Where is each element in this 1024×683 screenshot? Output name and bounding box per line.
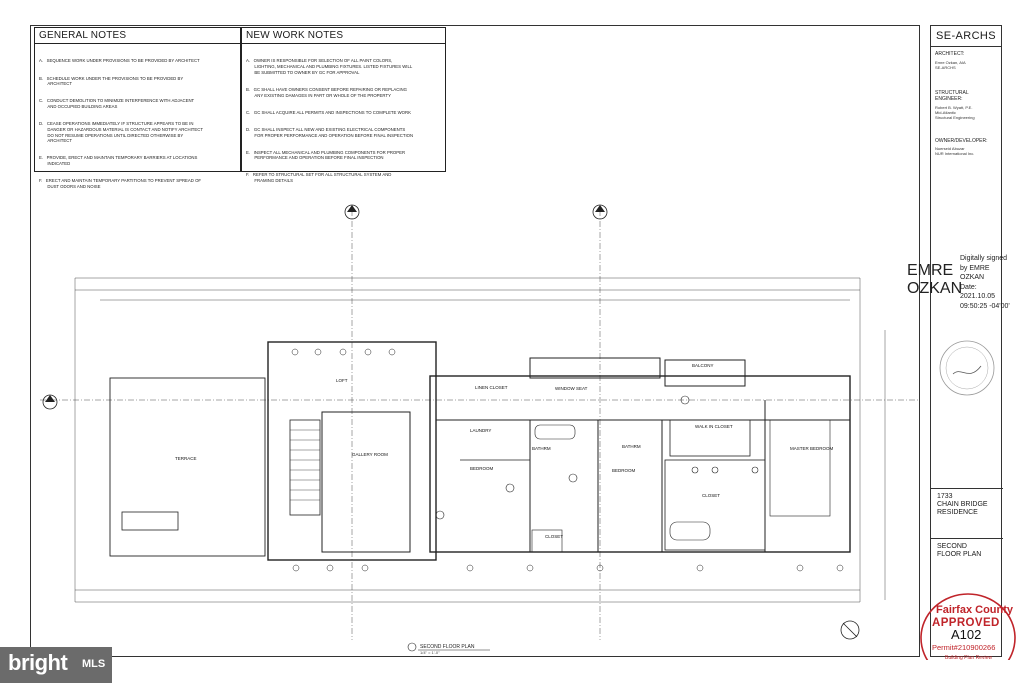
owner-line: Nuerseid Abuzar bbox=[935, 146, 965, 152]
room-label-window-seat: WINDOW SEAT bbox=[555, 386, 588, 391]
bright-mls-logo-text: bright bbox=[8, 650, 68, 675]
sheet-title: SECOND FLOOR PLAN bbox=[931, 538, 1003, 563]
signature-detail: Digitally signed by EMRE OZKAN Date: 202… bbox=[960, 255, 1010, 310]
room-label-closet: CLOSET bbox=[545, 534, 563, 539]
signature-name: EMRE OZKAN bbox=[907, 262, 963, 297]
new-work-notes-box: NEW WORK NOTES A. OWNER IS RESPONSIBLE F… bbox=[241, 27, 446, 183]
architect-line: Emre Ozkan, AIA bbox=[935, 59, 966, 65]
general-note-item: C. CONDUCT DEMOLITION TO MINIMIZE INTERF… bbox=[39, 98, 195, 110]
room-label-laundry: LAUNDRY bbox=[470, 428, 491, 433]
general-note-item: A. SEQUENCE WORK UNDER PROVISIONS TO BE … bbox=[39, 58, 200, 64]
gallery-room-outline bbox=[321, 411, 411, 553]
bright-mls-logo-suffix: MLS bbox=[82, 658, 106, 670]
room-label-bedroom-2: BEDROOM bbox=[612, 468, 636, 473]
project-name: 1733 CHAIN BRIDGE RESIDENCE bbox=[931, 488, 1003, 521]
terrace-outline bbox=[109, 377, 266, 557]
room-label-linen-closet: LINEN CLOSET bbox=[475, 385, 508, 390]
stamp-permit: Permit#210900266 bbox=[932, 643, 996, 652]
general-note-item: F. ERECT AND MAINTAIN TEMPORARY PARTITIO… bbox=[39, 178, 202, 189]
new-work-note-item: B. GC SHALL HAVE OWNERS CONSENT BEFORE R… bbox=[246, 86, 408, 98]
plan-caption: SECOND FLOOR PLAN bbox=[420, 644, 475, 650]
room-label-closet-2: CLOSET bbox=[702, 493, 720, 498]
owner-line: NUR International Inc. bbox=[935, 151, 975, 157]
general-note-item: D. CEASE OPERATIONS IMMEDIATELY IF STRUC… bbox=[39, 121, 204, 144]
general-notes-box: GENERAL NOTES A. SEQUENCE WORK UNDER PRO… bbox=[34, 27, 241, 189]
bright-mls-logo bbox=[0, 647, 112, 683]
stair-outline bbox=[289, 419, 321, 516]
room-label-walk-in-closet: WALK IN CLOSET bbox=[695, 424, 733, 429]
firm-name: SE-ARCHS bbox=[931, 26, 1001, 47]
room-label-gallery: GALLERY ROOM bbox=[352, 452, 388, 457]
owner-label: OWNER/DEVELOPER: bbox=[935, 137, 988, 144]
room-label-bathroom: BATHRM bbox=[532, 446, 551, 451]
room-label-balcony: BALCONY bbox=[692, 363, 714, 368]
north-arrow-icon bbox=[840, 620, 860, 640]
room-label-bedroom: BEDROOM bbox=[470, 466, 494, 471]
stamp-county: Fairfax County bbox=[936, 604, 1014, 616]
structural-label: STRUCTURAL ENGINEER: bbox=[935, 89, 969, 103]
new-work-notes-title: NEW WORK NOTES bbox=[242, 28, 445, 44]
room-label-master-bedroom: MASTER BEDROOM bbox=[790, 446, 834, 451]
stamp-approved: APPROVED bbox=[932, 617, 1000, 629]
room-label-terrace: TERRACE bbox=[175, 456, 197, 461]
new-work-note-item: A. OWNER IS RESPONSIBLE FOR SELECTION OF… bbox=[246, 58, 413, 75]
architect-label: ARCHITECT: bbox=[935, 51, 965, 57]
architect-seal-icon bbox=[939, 340, 995, 396]
title-block: SE-ARCHS ARCHITECT: Emre Ozkan, AIA SE-A… bbox=[930, 25, 1003, 657]
new-work-notes-list: A. OWNER IS RESPONSIBLE FOR SELECTION OF… bbox=[242, 44, 445, 198]
building-wing-west bbox=[267, 341, 437, 561]
new-work-note-item: D. GC SHALL INSPECT ALL NEW AND EXISTING… bbox=[246, 126, 414, 138]
architect-line: SE-ARCHS bbox=[935, 64, 956, 70]
drawing-sheet-frame bbox=[30, 25, 920, 657]
general-note-item: B. SCHEDULE WORK UNDER THE PROVISIONS TO… bbox=[39, 75, 184, 87]
stamp-review: Building Plan Review bbox=[945, 655, 992, 661]
structural-line: Structural Engineering bbox=[935, 114, 975, 120]
room-label-loft: LOFT bbox=[336, 378, 348, 383]
general-note-item: E. PROVIDE, ERECT AND MAINTAIN TEMPORARY… bbox=[39, 155, 198, 167]
room-label-bathroom-2: BATHRM bbox=[622, 444, 641, 449]
plan-scale: 1/4" = 1'-0" bbox=[420, 650, 440, 655]
new-work-note-item: C. GC SHALL ACQUIRE ALL PERMITS AND INSP… bbox=[246, 109, 411, 115]
general-notes-title: GENERAL NOTES bbox=[35, 28, 240, 44]
approval-stamp-icon bbox=[920, 593, 1016, 660]
new-work-note-item: E. INSPECT ALL MECHANICAL AND PLUMBING C… bbox=[246, 149, 406, 161]
new-work-note-item: F. REFER TO STRUCTURAL SET FOR ALL STRUC… bbox=[246, 172, 392, 184]
structural-line: Mid-Atlantic bbox=[935, 109, 956, 115]
structural-line: Robert B. Wyatt, P.E. bbox=[935, 104, 973, 110]
general-notes-list: A. SEQUENCE WORK UNDER PROVISIONS TO BE … bbox=[35, 44, 240, 204]
building-wing-east bbox=[429, 375, 851, 553]
sheet-number: A102 bbox=[951, 627, 982, 642]
